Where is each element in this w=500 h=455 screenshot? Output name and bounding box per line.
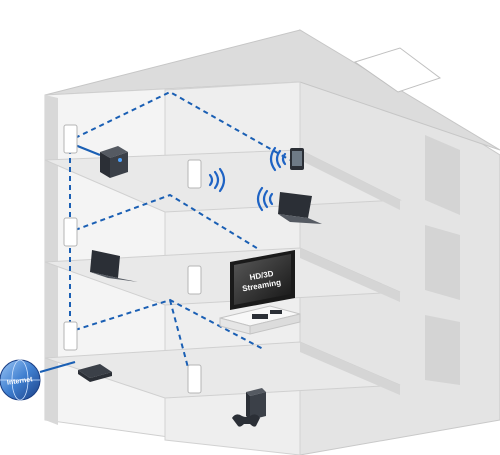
tv-icon: HD/3D Streaming — [219, 250, 301, 335]
laptop-icon — [278, 192, 322, 224]
internet-label: Internet — [7, 376, 34, 387]
house — [44, 29, 500, 455]
window-right-1 — [425, 135, 460, 215]
wifi-icon — [208, 167, 226, 193]
tv-screen-text-line1: HD/3D — [249, 269, 274, 282]
cable-internet — [39, 360, 76, 374]
laptop-icon — [90, 250, 138, 282]
router-icon — [78, 364, 112, 382]
window-right-2 — [425, 225, 460, 300]
cable-bottom-room — [169, 299, 191, 376]
skylight — [353, 47, 442, 93]
nas-drive-icon — [100, 146, 128, 178]
left-wall-edge — [45, 95, 58, 425]
globe-icon[interactable]: Internet — [0, 359, 41, 401]
smartphone-icon — [290, 148, 304, 170]
cable-middle-room — [74, 193, 261, 251]
game-console-icon — [232, 388, 266, 427]
window-right-3 — [425, 315, 460, 385]
powerline-adapter-icon — [63, 124, 202, 394]
game-controller — [232, 414, 260, 427]
wifi-icon — [256, 186, 274, 212]
wifi-icon — [269, 146, 287, 172]
